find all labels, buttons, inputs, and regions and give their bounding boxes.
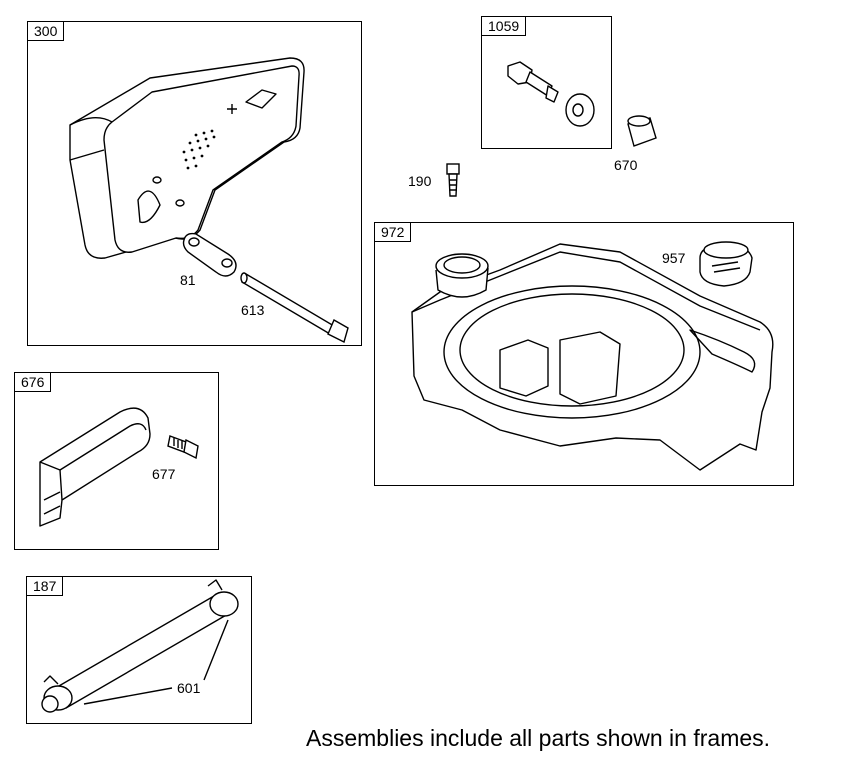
callout-guard-screw: 677 [152,466,176,482]
guard-assembly-tag: 676 [14,372,52,392]
fuel-line-tag: 187 [26,576,64,596]
assembly-note: Assemblies include all parts shown in fr… [306,725,771,751]
callout-muffler-screw: 613 [241,302,265,318]
callout-gasket: 81 [180,272,196,288]
callout-fitting: 190 [408,173,432,189]
callout-clamp: 601 [177,680,201,696]
bolt-kit-tag: 1059 [481,16,527,36]
callout-fuel-cap: 957 [662,250,686,266]
fuel-tank-tag: 972 [374,222,412,242]
muffler-assembly-tag: 300 [27,21,65,41]
callout-spacer: 670 [614,157,638,173]
